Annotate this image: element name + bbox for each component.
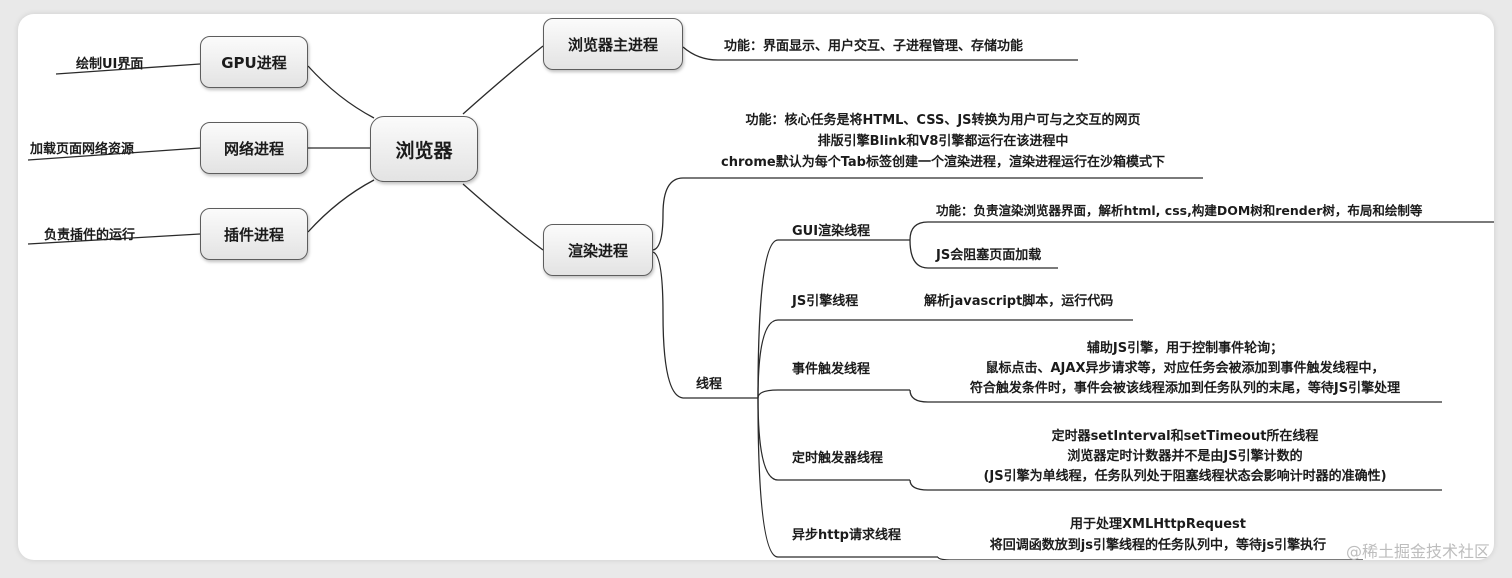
connector-http-detail [937,556,1363,560]
timer-detail-3: (JS引擎为单线程，任务队列处于阻塞线程状态会影响计时器的准确性) [983,469,1387,484]
node-main-process-label: 浏览器主进程 [567,35,658,54]
node-main-process[interactable]: 浏览器主进程 [543,18,683,70]
timer-details: 定时器setInterval和setTimeout所在线程 浏览器定时计数器并不… [928,428,1442,486]
connector-thread-js [757,319,910,399]
node-plugin-process[interactable]: 插件进程 [200,208,308,260]
gui-detail-2: JS会阻塞页面加载 [936,248,1042,263]
timer-detail-1: 定时器setInterval和setTimeout所在线程 [1051,429,1319,444]
connector-center-main [462,45,544,115]
connector-render-desc [651,177,1203,251]
connector-thread-http [757,397,938,558]
event-detail-1: 辅助JS引擎，用于控制事件轮询； [1086,341,1284,356]
node-render-process[interactable]: 渲染进程 [543,224,653,276]
timer-detail-2: 浏览器定时计数器并不是由JS引擎计数的 [1067,449,1303,464]
thread-timer: 定时触发器线程 [792,451,884,466]
render-desc-line-1: 功能：核心任务是将HTML、CSS、JS转换为用户可与之交互的网页 [745,113,1141,128]
node-network-process-label: 网络进程 [223,139,284,158]
threads-label: 线程 [696,377,723,392]
event-detail-3: 符合触发条件时，事件会被该线程添加到任务队列的末尾，等待JS引擎处理 [969,381,1401,396]
http-detail-1: 用于处理XMLHttpRequest [1069,517,1246,532]
watermark: @稀土掘金技术社区 [1346,538,1490,560]
render-desc-line-2: 排版引擎Blink和V8引擎都运行在该进程中 [817,134,1069,149]
connector-network-desc [27,147,201,161]
connector-gui-detail-1 [909,221,1494,241]
thread-async-http: 异步http请求线程 [792,528,901,543]
node-gpu-process[interactable]: GPU进程 [200,36,308,88]
http-detail-2: 将回调函数放到js引擎线程的任务队列中，等待js引擎执行 [989,538,1327,553]
node-browser-label: 浏览器 [395,139,453,162]
render-process-desc: 功能：核心任务是将HTML、CSS、JS转换为用户可与之交互的网页 排版引擎Bl… [698,112,1188,172]
connector-gpu-desc [55,63,201,75]
connector-center-gpu [307,65,375,119]
event-details: 辅助JS引擎，用于控制事件轮询； 鼠标点击、AJAX异步请求等，对应任务会被添加… [928,340,1442,398]
gui-detail-1: 功能：负责渲染浏览器界面，解析html, css,构建DOM树和render树，… [936,203,1423,218]
thread-gui-render: GUI渲染线程 [792,224,871,239]
network-process-desc: 加载页面网络资源 [30,142,135,157]
connector-thread-gui [757,239,910,399]
http-details: 用于处理XMLHttpRequest 将回调函数放到js引擎线程的任务队列中，等… [953,516,1363,555]
connector-event-detail [909,389,1442,403]
thread-event-trigger: 事件触发线程 [792,362,871,377]
connector-center-plugin [307,179,375,233]
node-plugin-process-label: 插件进程 [223,225,284,244]
connector-center-render [462,183,544,251]
connector-main-desc [682,46,1078,61]
connector-gui-detail-2 [909,239,1058,269]
connector-plugin-desc [27,233,201,245]
event-detail-2: 鼠标点击、AJAX异步请求等，对应任务会被添加到事件触发线程中， [985,361,1385,376]
connector-render-threads [651,251,758,399]
gpu-process-desc: 绘制UI界面 [76,57,144,72]
main-process-desc: 功能：界面显示、用户交互、子进程管理、存储功能 [724,39,1024,54]
connector-timer-detail [909,479,1442,491]
node-render-process-label: 渲染进程 [567,241,628,260]
thread-js-engine: JS引擎线程 [792,294,859,309]
watermark-text: @稀土掘金技术社区 [1345,542,1490,560]
plugin-process-desc: 负责插件的运行 [44,228,136,243]
js-detail-1: 解析javascript脚本，运行代码 [924,294,1114,309]
node-gpu-process-label: GPU进程 [221,53,287,72]
node-browser[interactable]: 浏览器 [370,116,478,182]
connector-thread-event [757,389,910,399]
node-network-process[interactable]: 网络进程 [200,122,308,174]
render-desc-line-3: chrome默认为每个Tab标签创建一个渲染进程，渲染进程运行在沙箱模式下 [721,155,1165,170]
mindmap-canvas: 浏览器 GPU进程 绘制UI界面 网络进程 加载页面网络资源 插件进程 负责插件… [18,14,1494,560]
